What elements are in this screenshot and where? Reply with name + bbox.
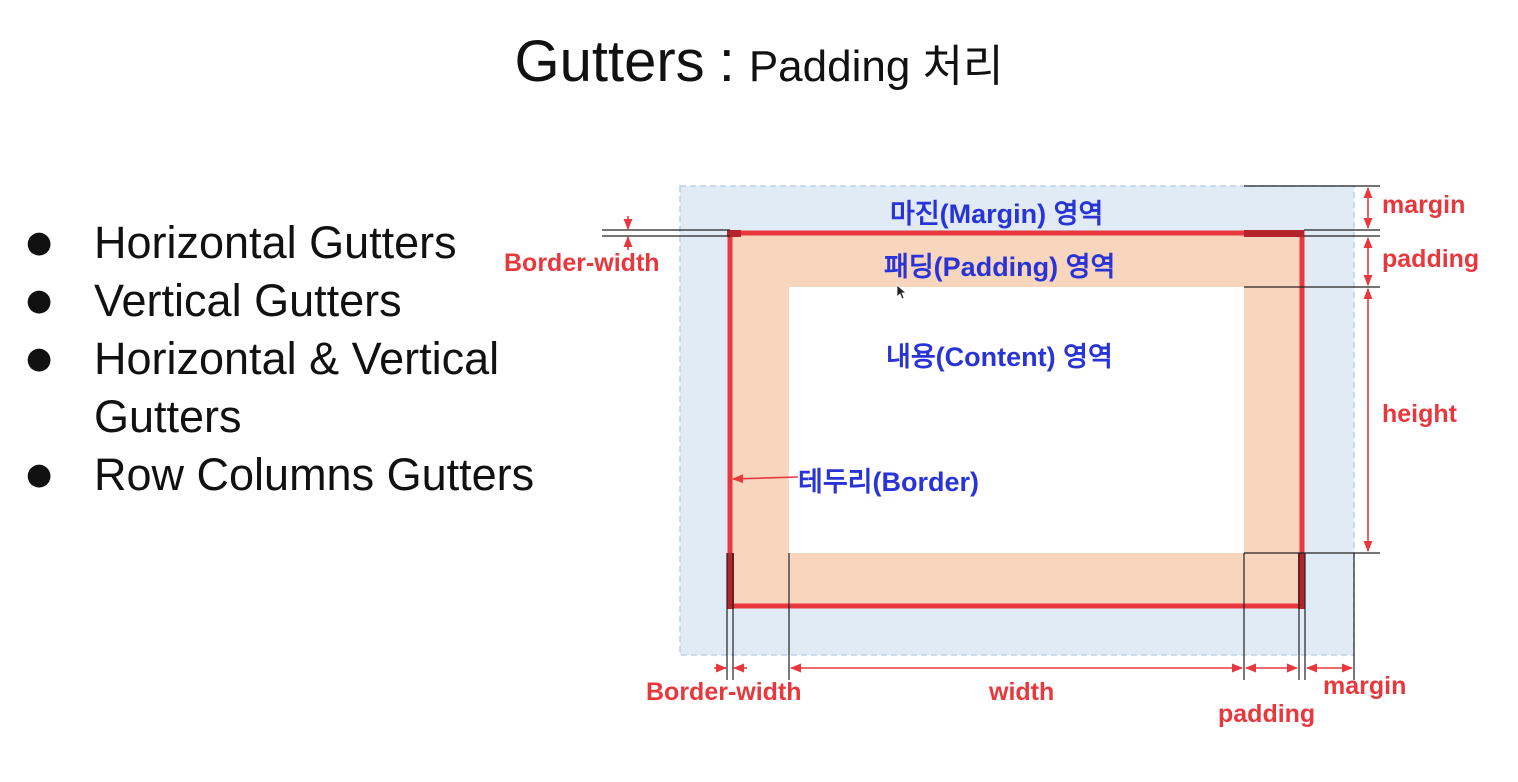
- bullet-item: ● Row Columns Gutters: [22, 446, 602, 504]
- margin-bottom-label: margin: [1323, 672, 1407, 700]
- dimension-arrows: [623, 186, 1373, 673]
- bullet-list: ● Horizontal Gutters ● Vertical Gutters ● H…: [22, 214, 602, 504]
- bullet-item: ● Horizontal Gutters: [22, 214, 602, 272]
- bullet-item: ● Vertical Gutters: [22, 272, 602, 330]
- bullet-icon: ●: [26, 341, 53, 376]
- bullet-text: Horizontal Gutters: [94, 217, 457, 268]
- bullet-text: Row Columns Gutters: [94, 449, 535, 500]
- bullet-text: Vertical Gutters: [94, 275, 402, 326]
- bullet-icon: ●: [26, 225, 53, 260]
- bullet-icon: ●: [26, 457, 53, 492]
- content-area-label: 내용(Content) 영역: [886, 342, 1113, 372]
- bullet-item: ● Horizontal & Vertical Gutters: [22, 330, 602, 446]
- title-separator: :: [718, 29, 735, 94]
- border-pointer-arrow: [731, 474, 799, 484]
- border-outline: [727, 230, 1305, 609]
- border-width-bottom-label: Border-width: [646, 678, 802, 706]
- border-corner-tr: [1244, 230, 1304, 237]
- border-label: 테두리(Border): [798, 467, 980, 497]
- bullet-icon: ●: [26, 283, 53, 318]
- border-corner-tl: [727, 230, 741, 237]
- padding-bottom-label: padding: [1218, 700, 1316, 728]
- width-label: width: [989, 678, 1055, 706]
- slide-title: Gutters: Padding 처리: [0, 28, 1518, 95]
- height-label: height: [1382, 400, 1457, 428]
- content-area: [789, 287, 1244, 553]
- bullet-text: Horizontal & Vertical Gutters: [94, 333, 500, 442]
- border-width-left-label: Border-width: [504, 249, 660, 277]
- mouse-cursor-icon: [896, 284, 908, 300]
- title-subtitle: Padding 처리: [748, 42, 1004, 91]
- title-main: Gutters: [514, 29, 705, 94]
- border-corner-bl: [727, 553, 734, 609]
- padding-area-label: 패딩(Padding) 영역: [884, 252, 1116, 282]
- margin-right-label: margin: [1382, 191, 1466, 219]
- padding-right-label: padding: [1382, 245, 1480, 273]
- border-corner-br: [1298, 553, 1305, 609]
- margin-area-label: 마진(Margin) 영역: [890, 199, 1104, 229]
- extension-lines: [602, 185, 1380, 680]
